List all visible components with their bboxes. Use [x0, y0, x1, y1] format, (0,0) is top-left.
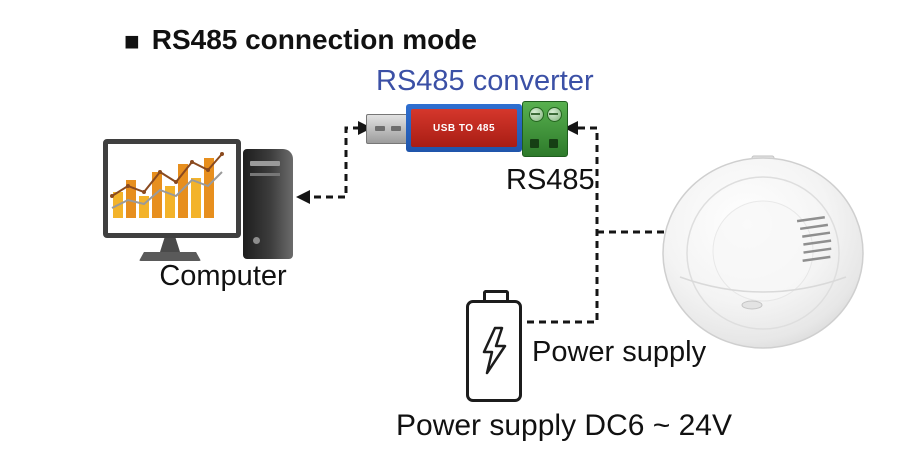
monitor-stand-base	[139, 252, 201, 261]
connection-computer-converter	[310, 126, 360, 199]
usb-plug-icon	[366, 114, 410, 144]
title-square-icon: ■	[124, 26, 140, 56]
connection-converter-battery	[527, 126, 599, 324]
terminal-hole-icon	[530, 139, 539, 148]
converter-body-text: USB TO 485	[432, 122, 496, 134]
converter-pcb: USB TO 485	[411, 109, 517, 147]
terminal-block	[522, 101, 568, 157]
monitor-chart-icon	[110, 152, 224, 218]
lightning-icon	[482, 326, 507, 375]
page-title-text: RS485 connection mode	[151, 24, 477, 55]
smoke-detector-icon	[662, 155, 864, 349]
drive-slot-icon	[250, 161, 280, 166]
terminal-hole-icon	[549, 139, 558, 148]
usb-slot-icon	[375, 126, 385, 131]
arrow-into-computer-icon	[296, 190, 310, 204]
computer-monitor	[103, 139, 241, 238]
arrow-into-converter-icon	[358, 121, 372, 135]
converter-body: USB TO 485	[406, 104, 522, 152]
vent-grille-icon	[796, 216, 832, 263]
converter-label: RS485 converter	[376, 65, 594, 97]
computer-label: Computer	[159, 260, 287, 292]
usb-slot-icon	[391, 126, 401, 131]
arrow-into-terminal-icon	[564, 121, 578, 135]
indicator-slot-icon	[741, 300, 763, 310]
usb-rs485-converter: USB TO 485	[366, 101, 568, 157]
page-title: ■ RS485 connection mode	[124, 24, 477, 56]
battery-icon	[466, 290, 524, 402]
power-supply-spec: Power supply DC6 ~ 24V	[396, 409, 733, 442]
screw-icon	[547, 107, 562, 122]
power-button-icon	[253, 237, 260, 244]
computer-tower	[243, 149, 293, 259]
screw-icon	[529, 107, 544, 122]
rs485-bus-label: RS485	[506, 164, 595, 196]
power-supply-label: Power supply	[532, 336, 707, 368]
drive-slot-icon	[250, 173, 280, 176]
battery-body	[466, 300, 522, 402]
smoke-detector	[660, 155, 866, 356]
monitor-stand-neck	[160, 238, 180, 252]
